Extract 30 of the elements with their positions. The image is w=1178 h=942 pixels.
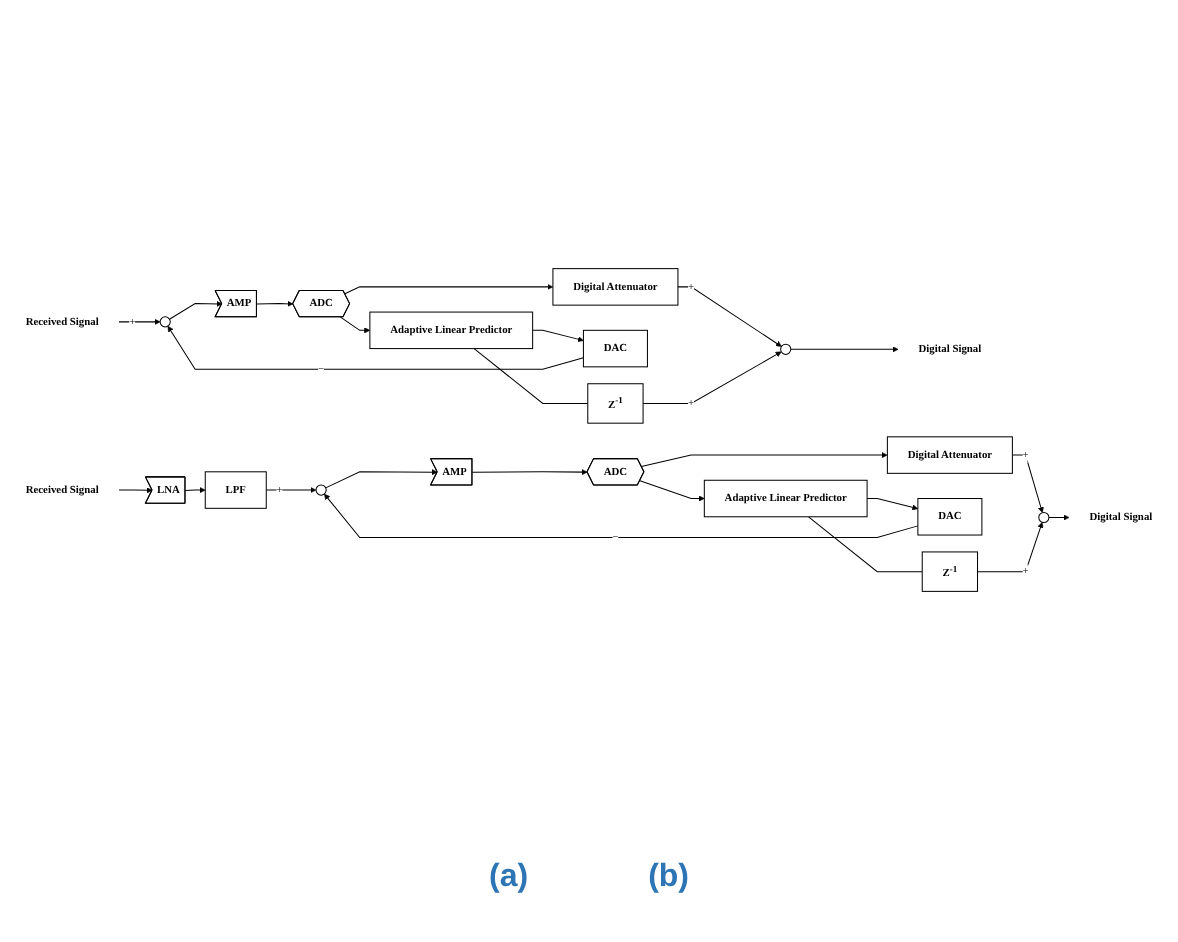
node-circle	[1038, 511, 1050, 524]
panel-caption: (b)	[648, 860, 689, 896]
arrow	[118, 318, 161, 325]
arrow	[677, 286, 782, 347]
arrow	[167, 325, 584, 370]
node-circle	[159, 316, 171, 328]
arrow	[344, 283, 554, 295]
arrow	[1048, 514, 1070, 521]
arrow	[790, 346, 899, 353]
arrow	[324, 493, 919, 538]
arrow	[169, 300, 223, 320]
arrow	[325, 469, 438, 489]
panel-caption: (a)	[489, 860, 529, 896]
arrow	[639, 480, 705, 502]
arrow	[642, 351, 782, 404]
arrow	[1011, 454, 1044, 513]
arrow	[471, 469, 588, 476]
arrow	[866, 498, 919, 511]
arrow	[640, 452, 888, 467]
arrow	[118, 487, 153, 494]
arrow	[340, 316, 371, 334]
node-circle	[780, 343, 792, 355]
arrow	[977, 522, 1044, 573]
arrow	[265, 487, 317, 494]
node-circle	[315, 484, 327, 496]
arrow	[256, 300, 294, 307]
arrow	[184, 487, 206, 494]
arrow	[532, 329, 584, 343]
connector	[473, 348, 589, 404]
connector	[808, 516, 923, 573]
